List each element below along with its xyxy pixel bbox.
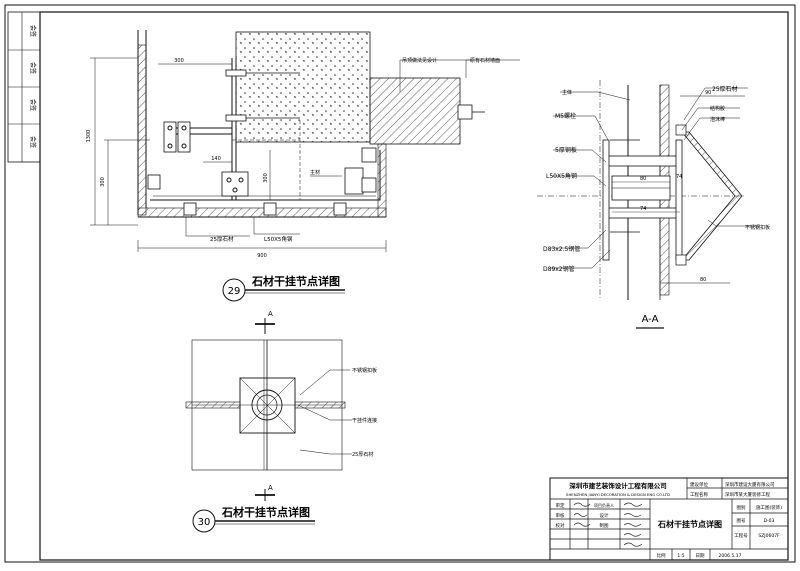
aa-stone-v (681, 131, 743, 261)
section-mark-top: A (268, 310, 273, 318)
row-label-3: 项目负责人 (594, 502, 614, 508)
detail-aa (537, 80, 760, 300)
strip-label-3: 会签 (29, 99, 37, 111)
dim-29-bottom: 900 (257, 253, 267, 259)
existing-stone-wall (369, 77, 461, 145)
strip-label-1: 会签 (29, 25, 37, 37)
detail-29 (90, 30, 520, 252)
detail-29-title-text: 石材干挂节点详图 (251, 274, 340, 288)
company-name-cn: 深圳市建艺装饰设计工程有限公司 (569, 481, 667, 490)
scale-label: 比例 (657, 552, 666, 559)
label-aa-r1: 结构胶 (710, 105, 725, 112)
right-label-3: 工程号 (734, 532, 748, 539)
signatures (573, 502, 643, 547)
bottom-stone-panel (137, 207, 387, 218)
label-aa-main: 主体 (562, 89, 572, 96)
date-value: 2006.5.17 (719, 553, 742, 559)
left-stone-panel (137, 44, 147, 216)
dim-aa-d1: 90 (705, 90, 711, 96)
row-label-4: 设计 (600, 512, 609, 519)
label-aa-r3: 不锈钢扣板 (745, 224, 770, 231)
label-aa-angle: L50X5角钢 (546, 172, 577, 180)
label-30-r3: 25厚石材 (352, 451, 373, 458)
label-30-r1: 不锈钢扣板 (352, 367, 377, 374)
dim-aa-d3: 80 (640, 176, 646, 182)
inner-border (39, 11, 789, 561)
concrete-slab (235, 31, 371, 143)
detail-30-title-text: 石材干挂节点详图 (221, 505, 310, 519)
label-aa-r2: 泡沫棒 (710, 116, 725, 123)
drawing-title: 石材干挂节点详图 (657, 519, 722, 529)
label-aa-bolt: M5螺栓 (555, 112, 576, 120)
label-29-stone-25: 25厚石材 (210, 235, 234, 243)
detail-30-number: 30 (198, 517, 211, 528)
dim-29-left-inner: 300 (100, 177, 106, 187)
detail-aa-title-text: A-A (642, 314, 659, 325)
scale-value: 1:5 (677, 553, 684, 559)
detail-aa-title: A-A (636, 314, 664, 329)
label-29-steel: 主材 (310, 169, 320, 176)
right-label-2: 图号 (737, 518, 746, 524)
label-29-ceiling: 吊顶做法见设计 (402, 57, 437, 64)
dim-29-mid-a: 140 (211, 156, 221, 162)
project-label: 工程名称 (690, 491, 708, 498)
date-label: 日期 (696, 553, 705, 559)
client-value: 深圳市建设大厦有限公司 (725, 481, 775, 488)
row-label-2: 审核 (556, 512, 565, 519)
strip-label-2: 会签 (29, 62, 37, 74)
row-label-5: 校对 (556, 522, 565, 529)
label-aa-pipe1: D83x2.5钢管 (543, 245, 580, 253)
right-value-3: SZJ0607F (758, 533, 780, 539)
company-name-en: SHENZHEN JIANYI DECORATION & DESIGN ENG … (566, 492, 670, 497)
label-aa-top-right: 25厚石材 (712, 85, 738, 93)
section-mark-bottom: A (268, 484, 273, 492)
row-label-6: 制图 (600, 522, 609, 529)
label-aa-plate: 5厚钢板 (555, 146, 577, 154)
client-label: 建设单位 (690, 481, 708, 488)
dim-29-mid-b: 300 (263, 173, 269, 183)
title-block (549, 477, 789, 561)
dim-aa-d5: 80 (700, 277, 706, 283)
project-value: 深圳市某大厦装修工程 (725, 491, 770, 498)
right-value-1: 施工图(装饰) (756, 504, 782, 511)
detail-29-title: 29 石材干挂节点详图 (222, 274, 345, 302)
right-value-2: D-03 (764, 518, 775, 524)
detail-30-title: 30 石材干挂节点详图 (192, 505, 315, 533)
detail-29-number: 29 (228, 286, 241, 297)
row-label-1: 审定 (556, 502, 565, 509)
label-30-r2: 干挂件连接 (352, 417, 377, 424)
label-29-stone-frame: 原有石材墙面 (470, 57, 500, 64)
label-aa-pipe2: D89x2钢管 (543, 265, 575, 273)
dim-29-top: 300 (174, 58, 184, 64)
left-signature-strip: 会签 会签 会签 会签 (7, 11, 41, 163)
outer-border (4, 4, 796, 563)
dim-aa-d2: 74 (676, 174, 682, 180)
strip-label-4: 会签 (29, 136, 37, 148)
dim-29-left-total: 1300 (86, 130, 92, 143)
detail-30 (185, 318, 352, 501)
label-29-angle: L50X5角钢 (264, 235, 293, 243)
dim-aa-d4: 74 (640, 206, 646, 212)
right-label-1: 图别 (737, 504, 746, 511)
